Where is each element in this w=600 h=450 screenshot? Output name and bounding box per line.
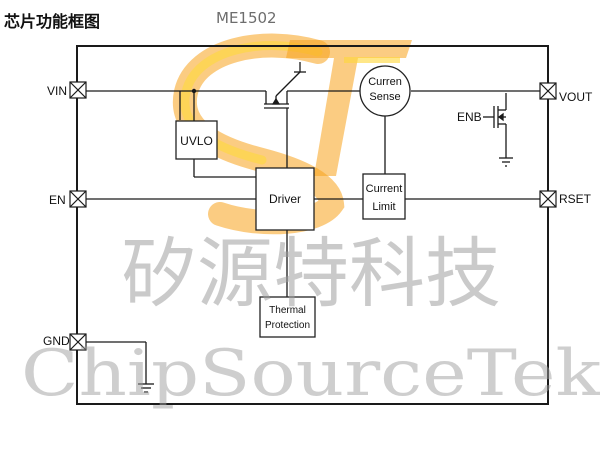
thermal-protection-block	[259, 296, 316, 338]
pass-transistor-icon	[264, 62, 306, 109]
current-limit-label-line1: Current	[366, 183, 403, 195]
part-number-label: ME1502	[216, 9, 277, 27]
pin-gnd-box	[69, 333, 87, 351]
thermal-label-line2: Protection	[265, 320, 310, 331]
current-limit-label-line2: Limit	[372, 201, 395, 213]
current-sense-label-line1: Curren	[368, 76, 402, 88]
pin-rset-box	[539, 190, 557, 208]
pin-vout-label: VOUT	[559, 90, 593, 104]
current-limit-block	[362, 173, 406, 220]
watermark-english: ChipSourceTek	[21, 337, 600, 411]
pin-vin-label: VIN	[47, 84, 67, 98]
current-sense-block	[359, 65, 411, 117]
watermark-chinese: 矽源特科技	[121, 229, 501, 318]
driver-block	[255, 167, 315, 231]
thermal-label-line1: Thermal	[269, 305, 306, 316]
driver-label: Driver	[269, 192, 301, 206]
uvlo-block	[175, 120, 218, 160]
wiring	[86, 90, 540, 393]
enb-label: ENB	[457, 110, 482, 124]
chip-outline	[76, 45, 549, 405]
enb-transistor-icon	[483, 93, 513, 167]
pin-rset-label: RSET	[559, 192, 592, 206]
figure-heading: 芯片功能框图	[4, 12, 101, 31]
pin-en-box	[69, 190, 87, 208]
pin-vin-box	[69, 81, 87, 99]
pin-en-label: EN	[49, 193, 66, 207]
pin-gnd-label: GND	[43, 334, 70, 348]
pin-vout-box	[539, 82, 557, 100]
uvlo-label: UVLO	[180, 134, 213, 148]
current-sense-label-line2: Sense	[369, 91, 400, 103]
junction-dot	[191, 88, 197, 94]
